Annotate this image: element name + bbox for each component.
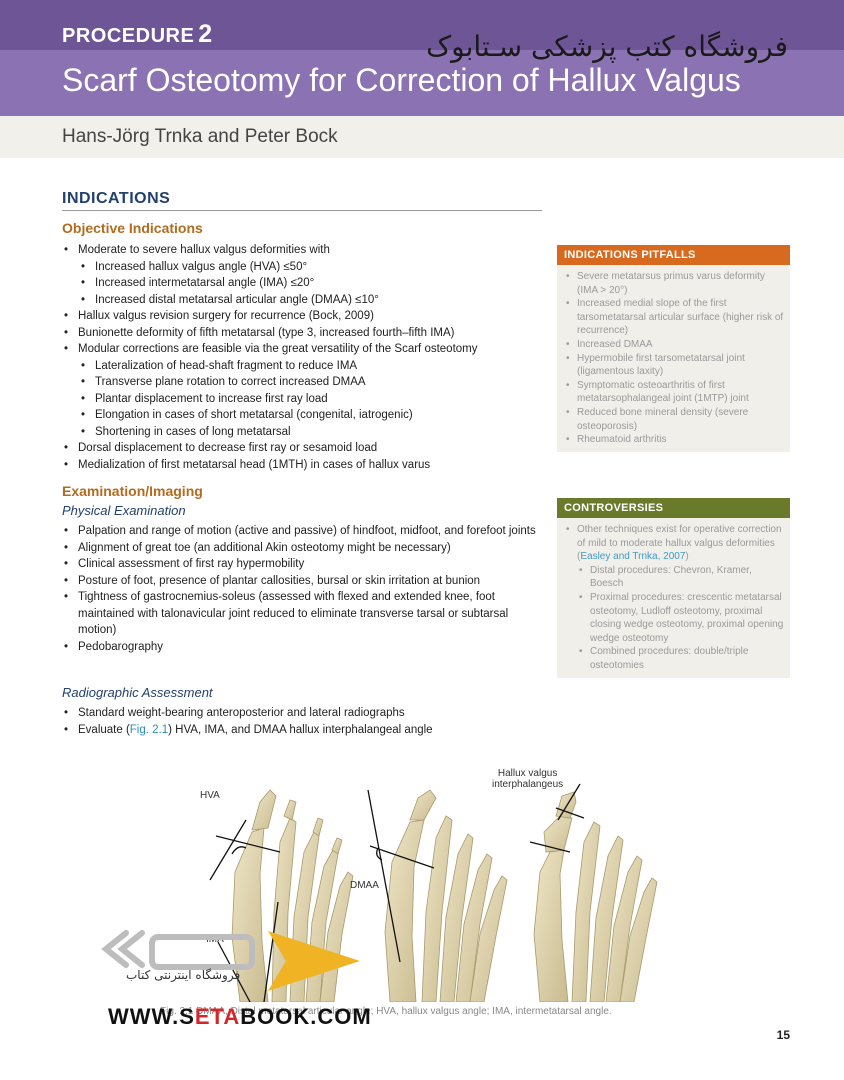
list-item: Increased distal metatarsal articular an…: [62, 292, 544, 309]
label-line: interphalangeus: [492, 779, 564, 790]
radiographic-assessment-list: Standard weight-bearing anteroposterior …: [62, 705, 544, 738]
list-item: Rheumatoid arthritis: [564, 433, 784, 447]
list-item: Proximal procedures: crescentic metatars…: [564, 591, 784, 645]
list-item: Severe metatarsus primus varus deformity…: [564, 270, 784, 297]
foot-2-angle-lines: [367, 789, 435, 963]
list-item: Modular corrections are feasible via the…: [62, 341, 544, 358]
list-item: Dorsal displacement to decrease first ra…: [62, 440, 544, 457]
physical-examination-heading: Physical Examination: [62, 503, 186, 518]
list-item: Increased intermetatarsal angle (IMA) ≤2…: [62, 275, 544, 292]
foot-angles-figure: HVA IMA DMAA Hallux valgus interphalange…: [180, 762, 660, 1003]
list-item: Bunionette deformity of fifth metatarsal…: [62, 325, 544, 342]
list-item-text: ) HVA, IMA, and DMAA hallux interphalang…: [168, 723, 433, 736]
list-item: Hallux valgus revision surgery for recur…: [62, 308, 544, 325]
list-item: Reduced bone mineral density (severe ost…: [564, 406, 784, 433]
controversies-list: Other techniques exist for operative cor…: [557, 518, 790, 678]
author-band: [0, 116, 844, 158]
list-item: Moderate to severe hallux valgus deformi…: [62, 242, 544, 259]
hallux-valgus-interphalangeus-label: Hallux valgus interphalangeus: [492, 768, 563, 790]
list-item: Elongation in cases of short metatarsal …: [62, 407, 544, 424]
url-part: BOOK.COM: [240, 1004, 372, 1029]
physical-examination-list: Palpation and range of motion (active an…: [62, 523, 544, 655]
list-item: Other techniques exist for operative cor…: [564, 523, 784, 564]
procedure-number: 2: [198, 20, 213, 48]
setabook-url: WWW.SETABOOK.COM: [108, 1004, 372, 1030]
list-item: Shortening in cases of long metatarsal: [62, 424, 544, 441]
list-item: Hypermobile first tarsometatarsal joint …: [564, 352, 784, 379]
hva-label: HVA: [200, 790, 220, 801]
objective-indications-heading: Objective Indications: [62, 220, 203, 236]
list-item: Clinical assessment of first ray hypermo…: [62, 556, 544, 573]
foot-2-bones: [384, 789, 508, 1003]
header-title-band: [0, 50, 844, 116]
figure-caption: Fig. 2.1 DMAA, Distal metatarsal articul…: [160, 1006, 612, 1017]
setabook-logo: [101, 930, 360, 991]
list-item: Increased hallux valgus angle (HVA) ≤50°: [62, 259, 544, 276]
section-divider: [62, 210, 542, 211]
foot-skeleton-illustration: [209, 783, 658, 1003]
label-line: Hallux valgus: [497, 768, 558, 779]
figure-reference-link[interactable]: Fig. 2.1: [129, 723, 169, 736]
header-top-band: [0, 0, 844, 50]
list-item: Symptomatic osteoarthritis of first meta…: [564, 379, 784, 406]
controversies-box: CONTROVERSIES Other techniques exist for…: [557, 498, 790, 678]
indications-pitfalls-heading: INDICATIONS PITFALLS: [557, 245, 790, 265]
controversies-heading: CONTROVERSIES: [557, 498, 790, 518]
examination-imaging-heading: Examination/Imaging: [62, 483, 203, 499]
citation-link[interactable]: Easley and Trnka, 2007: [580, 551, 686, 563]
foot-3-bones: [533, 791, 658, 1003]
authors: Hans-Jörg Trnka and Peter Bock: [62, 126, 338, 147]
dmaa-label: DMAA: [350, 880, 379, 891]
procedure-word: PROCEDURE: [62, 25, 195, 47]
list-item: Transverse plane rotation to correct inc…: [62, 374, 544, 391]
list-item: Plantar displacement to increase first r…: [62, 391, 544, 408]
list-item: Alignment of great toe (an additional Ak…: [62, 540, 544, 557]
list-item: Tightness of gastrocnemius-soleus (asses…: [62, 589, 544, 639]
list-item-text: Other techniques exist for operative cor…: [577, 524, 782, 563]
list-item: Increased DMAA: [564, 338, 784, 352]
list-item: Pedobarography: [62, 639, 544, 656]
objective-indications-list: Moderate to severe hallux valgus deformi…: [62, 242, 544, 473]
radiographic-assessment-heading: Radiographic Assessment: [62, 685, 213, 700]
list-item: Distal procedures: Chevron, Kramer, Boes…: [564, 564, 784, 591]
list-item: Medialization of first metatarsal head (…: [62, 457, 544, 474]
persian-store-watermark: فروشگاه کتب پزشکی سـتابوک: [426, 30, 788, 63]
list-item: Increased medial slope of the first tars…: [564, 297, 784, 338]
pitfalls-list: Severe metatarsus primus varus deformity…: [557, 265, 790, 452]
url-part: WWW.S: [108, 1004, 195, 1029]
list-item: Lateralization of head-shaft fragment to…: [62, 358, 544, 375]
setabook-tagline: فروشگاه اینترنتی کتاب: [126, 968, 241, 982]
list-item: Combined procedures: double/triple osteo…: [564, 645, 784, 672]
indications-pitfalls-box: INDICATIONS PITFALLS Severe metatarsus p…: [557, 245, 790, 452]
list-item-text: Evaluate (: [78, 723, 130, 736]
list-item: Standard weight-bearing anteroposterior …: [62, 705, 544, 722]
list-item-text: ): [685, 551, 689, 563]
foot-1-angle-lines: [209, 819, 281, 1003]
page-number: 15: [776, 1028, 790, 1042]
url-part: ETA: [194, 1004, 241, 1029]
list-item: Palpation and range of motion (active an…: [62, 523, 544, 540]
indications-heading: INDICATIONS: [62, 190, 171, 207]
page-title: Scarf Osteotomy for Correction of Hallux…: [62, 62, 741, 98]
list-item: Posture of foot, presence of plantar cal…: [62, 573, 544, 590]
foot-3-angle-lines: [529, 783, 585, 853]
list-item: Evaluate (Fig. 2.1) HVA, IMA, and DMAA h…: [62, 722, 544, 739]
